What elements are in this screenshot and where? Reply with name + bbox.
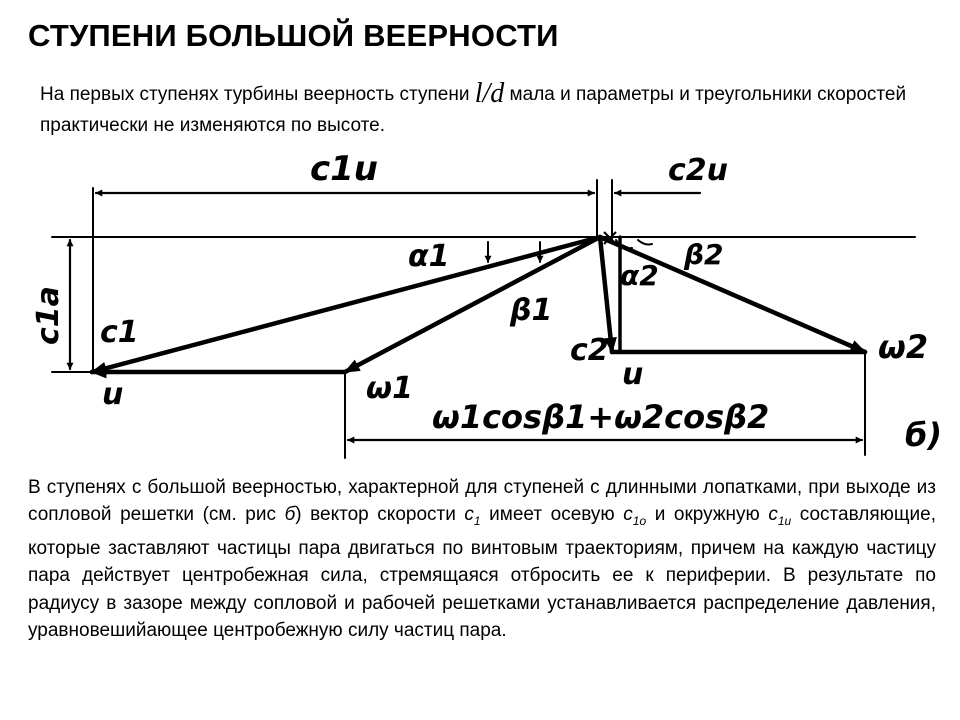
intro-after: мала и параметры и треугольники скоросте…	[40, 84, 907, 136]
intro-text: На первых ступенях турбины веерность сту…	[40, 78, 920, 141]
c2-vector	[597, 234, 617, 355]
w1-label: ω1	[366, 371, 413, 406]
figure-ref: б	[284, 504, 296, 526]
body-text-2: ) вектор скорости	[295, 504, 465, 526]
c1o-subscript: 1о	[632, 514, 647, 528]
panel-label: б)	[905, 416, 942, 454]
sum-formula-label: ω1cosβ1+ω2cosβ2	[432, 398, 769, 436]
c1u-symbol: с	[768, 504, 778, 526]
c1-label: c1	[100, 315, 139, 350]
intro-before: На первых ступенях турбины веерность сту…	[40, 84, 475, 105]
body-text-1: В ступенях с большой веерностью, характе…	[28, 477, 936, 526]
c1-subscript: 1	[473, 514, 481, 528]
body-paragraph: В ступенях с большой веерностью, характе…	[28, 474, 936, 644]
c2u-label: c2u	[668, 153, 728, 188]
c1-vector	[89, 234, 603, 375]
u-right-label: u	[622, 357, 643, 392]
alpha2-label: α2	[620, 259, 659, 292]
w1-vector	[342, 234, 603, 375]
w2-vector	[597, 234, 868, 355]
u-left-label: u	[102, 377, 123, 412]
beta2-label: β2	[683, 238, 724, 271]
beta1-label: β1	[509, 293, 552, 328]
beta2-angle-arc	[637, 239, 653, 246]
c1-symbol: с	[464, 504, 474, 526]
body-text-5: составляющие, которые заставляют частицы…	[28, 504, 936, 641]
body-text-3: имеет осевую	[480, 504, 624, 526]
velocity-triangles-diagram: c1u c2u c1a c1 u α1 β1 ω1 α2 β2 c2 u ω2 …	[31, 149, 942, 459]
c1u-subscript: 1u	[777, 514, 792, 528]
c1o-symbol: с	[623, 504, 633, 526]
w2-label: ω2	[878, 328, 928, 366]
blade-ratio: l/d	[474, 78, 505, 109]
c1u-label: c1u	[310, 149, 378, 189]
page-title: СТУПЕНИ БОЛЬШОЙ ВЕЕРНОСТИ	[28, 18, 559, 53]
c2-label: c2	[570, 333, 609, 368]
alpha1-label: α1	[408, 239, 449, 274]
body-text-4: и окружную	[646, 504, 769, 526]
c1a-label: c1a	[31, 286, 66, 345]
